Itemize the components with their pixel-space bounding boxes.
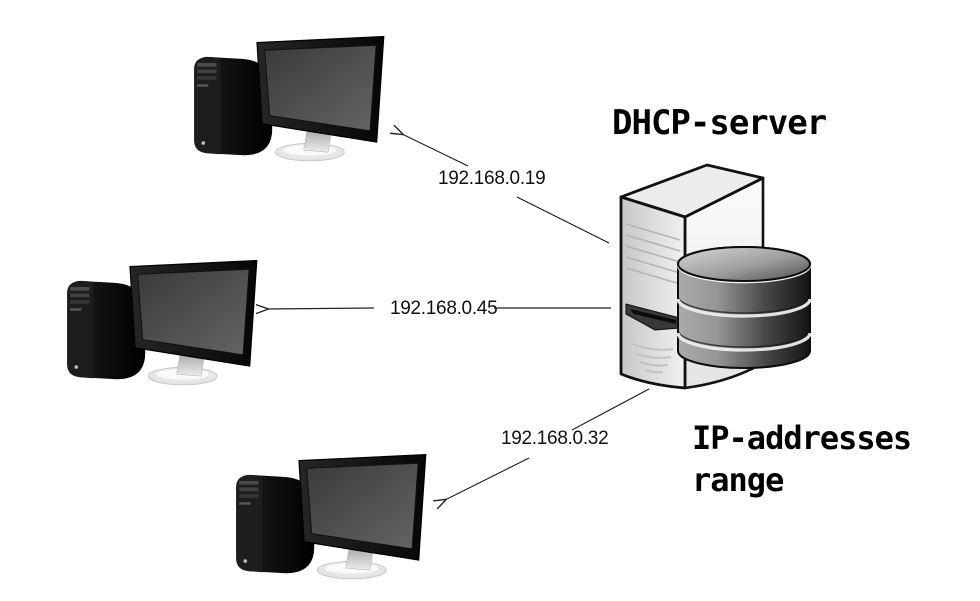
client-computer-2 <box>56 252 274 402</box>
ip-range-label: IP-addresses range <box>692 417 912 501</box>
client-computer-1 <box>183 28 401 178</box>
arrow-to-client-1-head <box>402 134 469 167</box>
desktop-computer-icon <box>235 453 427 580</box>
arrow-to-client-2-head <box>267 308 375 309</box>
dhcp-network-diagram: DHCP-server IP-addresses range 192.168.0… <box>0 0 912 584</box>
ip-range-label-line2: range <box>692 461 784 499</box>
server-drive-slot <box>625 303 681 331</box>
server-grille <box>632 343 674 374</box>
dhcp-server-node <box>600 158 820 398</box>
ip-address-label-2: 192.168.0.45 <box>390 298 498 319</box>
arrow-to-client-1-tail <box>516 196 610 244</box>
ip-address-label-3: 192.168.0.32 <box>501 428 609 449</box>
client-computer-3 <box>225 446 443 596</box>
ip-range-label-line1: IP-addresses <box>692 419 912 457</box>
arrow-to-client-3-tail <box>571 388 650 431</box>
desktop-computer-icon <box>193 35 385 162</box>
arrow-layer <box>0 0 650 584</box>
server-tower-with-database-icon <box>619 163 812 390</box>
arrow-to-client-3-head <box>445 457 530 500</box>
database-icon <box>676 246 812 369</box>
ip-address-label-1: 192.168.0.19 <box>438 168 546 189</box>
dhcp-server-label: DHCP-server <box>612 103 827 143</box>
desktop-computer-icon <box>66 259 258 386</box>
